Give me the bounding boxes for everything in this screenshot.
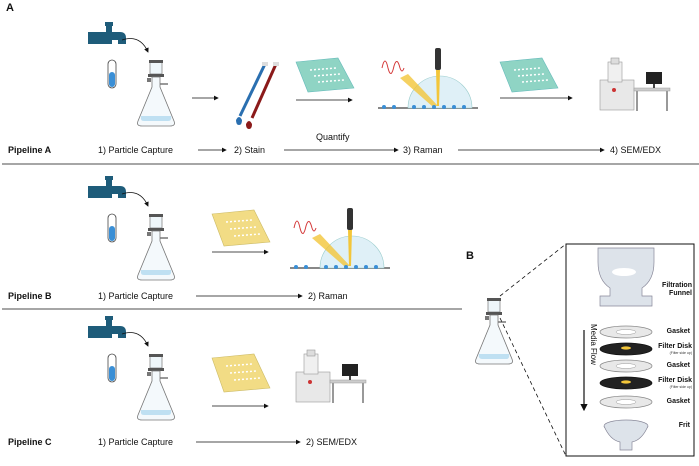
filter-disk-2-label: Filter Disk [658,377,692,384]
pipeline-b-step-2: 2) Raman [308,291,348,301]
pipeline-c-step-1: 1) Particle Capture [98,437,174,447]
green-filter-card-a1 [295,57,355,93]
filter-disk-2-sublabel: (Filter side up) [669,385,692,389]
yellow-filter-card-b [211,209,271,247]
gasket-1-label: Gasket [666,328,690,335]
filter-disk-1-sublabel: (Filter side up) [669,351,692,355]
pipeline-c-step-2: 2) SEM/EDX [306,437,358,447]
yellow-filter-card-c [211,353,271,393]
pipeline-a-name: Pipeline A [8,145,52,155]
pipeline-a-step-2: 2) Stain [234,145,266,155]
frit-illustration [603,419,649,451]
gasket-2-label: Gasket [666,362,690,369]
funnel-illustration [597,247,655,307]
media-flow-label: Media Flow [589,324,598,365]
gasket-3 [599,395,653,409]
gasket-2 [599,359,653,373]
sem-edx-illustration-a [599,57,671,112]
funnel-label: Filtration Funnel [662,282,692,297]
panel-b-letter: B [466,250,474,262]
pipeline-b-name: Pipeline B [8,291,52,301]
gasket-1 [599,325,653,339]
pipeline-b-step-1: 1) Particle Capture [98,291,174,301]
stain-pipettes-illustration [236,62,279,129]
pipeline-b-capture-illustration [88,176,176,281]
panel-b-flask-illustration [474,297,514,365]
sem-edx-illustration-c [295,349,367,404]
green-filter-card-a2 [499,57,559,93]
frit-label: Frit [678,422,690,429]
pipeline-a-step-3: 3) Raman [403,145,443,155]
pipeline-a-step-4: 4) SEM/EDX [610,145,662,155]
pipeline-a-step-1: 1) Particle Capture [98,145,174,155]
pipeline-a-capture-illustration [88,22,176,127]
raman-illustration-a [377,47,479,110]
gasket-3-label: Gasket [666,398,690,405]
pipeline-c-name: Pipeline C [8,437,52,447]
filter-disk-1 [599,342,653,356]
pipeline-c-capture-illustration [88,316,176,421]
filter-disk-1-label: Filter Disk [658,343,692,350]
filter-disk-2 [599,376,653,390]
raman-illustration-b [289,207,391,270]
quantify-label: Quantify [316,132,350,142]
panel-a-letter: A [6,2,14,14]
